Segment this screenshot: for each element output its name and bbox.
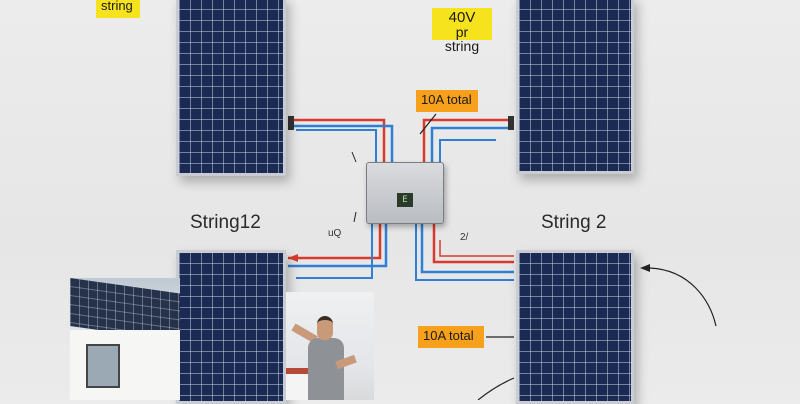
arrow-small-2 <box>354 212 356 222</box>
solar-panel-top-left <box>176 0 286 176</box>
house-window <box>86 344 120 388</box>
callout-voltage-per-string: 40V pr string <box>432 8 492 40</box>
callout-pointer-top <box>420 114 436 134</box>
callout-current-total-top: 10A total <box>416 90 478 112</box>
combiner-box: E <box>366 162 444 224</box>
wire-bottom-right-positive-2 <box>440 240 514 256</box>
callout-voltage-value: 40V <box>437 11 487 25</box>
connector-top-right <box>508 116 514 130</box>
string-label-right: String 2 <box>541 212 606 234</box>
wire-top-right-negative-2 <box>440 140 496 166</box>
note-left: uQ <box>328 228 341 239</box>
wire-top-left-negative-2 <box>296 130 376 166</box>
arrow-head-red <box>288 254 298 262</box>
note-right: 2/ <box>460 232 468 243</box>
connector-top-left <box>288 116 294 130</box>
callout-voltage-line2: pr string <box>437 25 487 53</box>
solar-panel-bottom-right <box>516 250 634 404</box>
solar-panel-bottom-left <box>176 250 286 404</box>
installer-head <box>317 316 333 340</box>
combiner-display: E <box>397 193 413 207</box>
installer-torso <box>308 338 344 400</box>
callout-current-total-bottom: 10A total <box>418 326 484 348</box>
curved-arrow-head-right <box>640 264 650 272</box>
callout-string-top-left: string <box>96 0 140 18</box>
arrow-small-1 <box>352 152 356 162</box>
curved-arrow-right <box>650 268 716 326</box>
callout-voltage-string: string <box>445 38 479 54</box>
solar-panel-top-right <box>516 0 634 174</box>
rooftop-photo <box>70 278 180 400</box>
wire-bottom-right-negative <box>422 222 514 272</box>
installer-photo <box>286 292 374 400</box>
curved-arrow-bottom <box>478 378 514 400</box>
wire-top-right-negative <box>432 128 514 166</box>
string-label-left: String12 <box>190 212 261 234</box>
background-building <box>286 368 308 400</box>
